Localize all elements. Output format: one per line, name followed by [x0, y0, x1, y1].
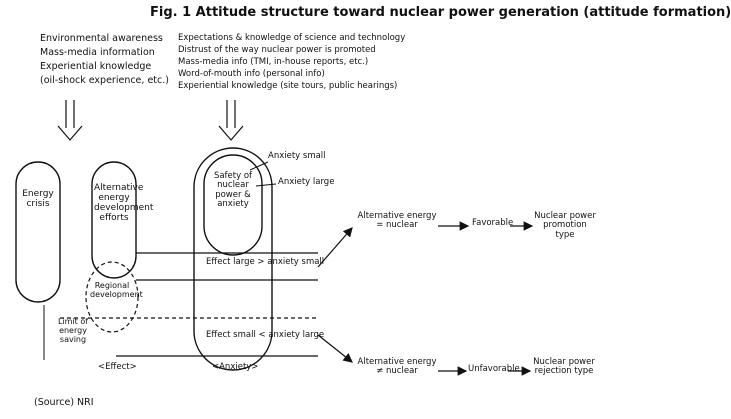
top-outcome-source: Alternative energy = nuclear [357, 211, 437, 231]
energy-crisis-capsule [15, 161, 61, 303]
center-source-2: Distrust of the way nuclear power is pro… [178, 45, 376, 55]
center-down-arrow [218, 100, 244, 141]
top-outcome-attitude: Favorable [472, 218, 514, 228]
branch-arrow-top [317, 227, 353, 268]
center-source-1: Expectations & knowledge of science and … [178, 33, 406, 43]
center-source-3: Mass-media info (TMI, in-house reports, … [178, 57, 369, 67]
anxiety-large-label: Anxiety large [278, 177, 335, 187]
alt-energy-label: Alternative energy development efforts [94, 183, 154, 223]
regional-dev-label: Regional development [90, 281, 143, 299]
figure-title: Fig. 1 Attitude structure toward nuclear… [150, 5, 731, 20]
anxiety-axis-label: <Anxiety> [212, 362, 259, 372]
bottom-outcome-source: Alternative energy ≠ nuclear [357, 357, 437, 377]
nuclear-inner-capsule [203, 154, 263, 256]
left-down-arrow [57, 100, 83, 141]
left-source-4: (oil-shock experience, etc.) [40, 75, 169, 86]
left-source-3: Experiential knowledge [40, 61, 152, 72]
energy-saving-limit-label: Limit of energy saving [57, 317, 89, 344]
bottom-outcome-result: Nuclear power rejection type [533, 357, 595, 377]
diagram-lines [15, 100, 534, 376]
branch-arrow-bottom [317, 334, 353, 363]
center-source-4: Word-of-mouth info (personal info) [178, 69, 325, 79]
bottom-outcome-attitude: Unfavorable [468, 364, 520, 374]
top-outcome-result: Nuclear power promotion type [534, 211, 596, 240]
left-source-2: Mass-media information [40, 47, 155, 58]
alt-energy-capsule [91, 161, 137, 279]
effect-small-label: Effect small < anxiety large [206, 330, 325, 340]
source-note: (Source) NRI [34, 397, 94, 408]
effect-large-label: Effect large > anxiety small [206, 257, 325, 267]
left-source-1: Environmental awareness [40, 33, 163, 44]
diagram-canvas: Fig. 1 Attitude structure toward nuclear… [15, 5, 731, 408]
nuclear-outer-capsule [193, 147, 273, 371]
effect-axis-label: <Effect> [98, 362, 137, 372]
nuclear-safety-label: Safety of nuclear power & anxiety [213, 171, 253, 210]
center-source-5: Experiential knowledge (site tours, publ… [178, 81, 398, 91]
regional-dev-circle [85, 261, 139, 333]
energy-crisis-label: Energy crisis [22, 189, 54, 209]
anxiety-small-label: Anxiety small [268, 151, 326, 161]
